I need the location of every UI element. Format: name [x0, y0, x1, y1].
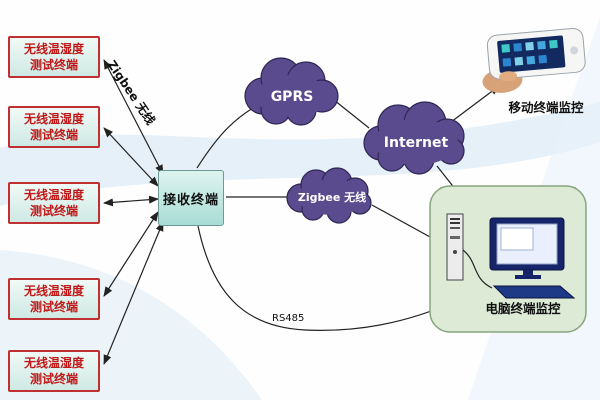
- rs485-label: RS485: [272, 313, 304, 324]
- connector-receiver-gprs: [196, 107, 254, 169]
- zigbee-link-label: Zigbee 无线: [105, 57, 159, 127]
- zigbee-cloud-label: Zigbee 无线: [298, 190, 366, 204]
- receiver-terminal-box: 接收终端: [158, 170, 224, 226]
- connector-rs485: [197, 225, 461, 331]
- terminal-5-line1: 无线温湿度: [23, 355, 84, 370]
- wireless-terminal-box-2: 无线温湿度 测试终端: [8, 106, 100, 148]
- terminal-links: [103, 59, 164, 365]
- pc-tower-icon: [446, 213, 464, 281]
- connector-terminal-3: [103, 195, 159, 207]
- connector-terminal-2: [103, 127, 159, 187]
- mobile-monitor-label: 移动终端监控: [508, 100, 584, 115]
- zigbee-cloud: Zigbee 无线: [286, 167, 372, 224]
- pc-monitor-panel: 电脑终端监控: [429, 185, 587, 333]
- pc-keyboard-icon: [492, 285, 576, 299]
- gprs-cloud-label: GPRS: [271, 89, 314, 105]
- terminal-4-line2: 测试终端: [29, 300, 78, 314]
- wireless-terminal-box-1: 无线温湿度 测试终端: [8, 36, 100, 78]
- receiver-terminal-label: 接收终端: [162, 192, 219, 208]
- terminal-4-line1: 无线温湿度: [23, 283, 84, 298]
- mobile-phone-image: [482, 27, 586, 93]
- terminal-1-line2: 测试终端: [29, 58, 78, 72]
- gprs-cloud: GPRS: [244, 57, 339, 126]
- thumb-icon: [499, 71, 518, 82]
- terminal-3-line1: 无线温湿度: [23, 187, 84, 202]
- pc-monitor-icon: [489, 217, 565, 279]
- wireless-terminal-box-5: 无线温湿度 测试终端: [8, 350, 100, 392]
- connector-terminal-5: [103, 221, 164, 365]
- terminal-5-line2: 测试终端: [29, 372, 78, 386]
- terminal-1-line1: 无线温湿度: [23, 41, 84, 56]
- pc-monitor-label: 电脑终端监控: [485, 301, 561, 316]
- connector-gprs-internet: [333, 99, 370, 129]
- terminal-2-line1: 无线温湿度: [23, 111, 84, 126]
- wireless-terminal-box-4: 无线温湿度 测试终端: [8, 278, 100, 320]
- terminal-3-line2: 测试终端: [29, 204, 78, 218]
- internet-cloud: Internet: [363, 101, 465, 175]
- terminal-2-line2: 测试终端: [29, 128, 78, 142]
- wireless-terminal-box-3: 无线温湿度 测试终端: [8, 182, 100, 224]
- pc-cable: [462, 249, 493, 289]
- internet-cloud-label: Internet: [384, 135, 449, 151]
- connector-internet-mobile: [450, 85, 500, 123]
